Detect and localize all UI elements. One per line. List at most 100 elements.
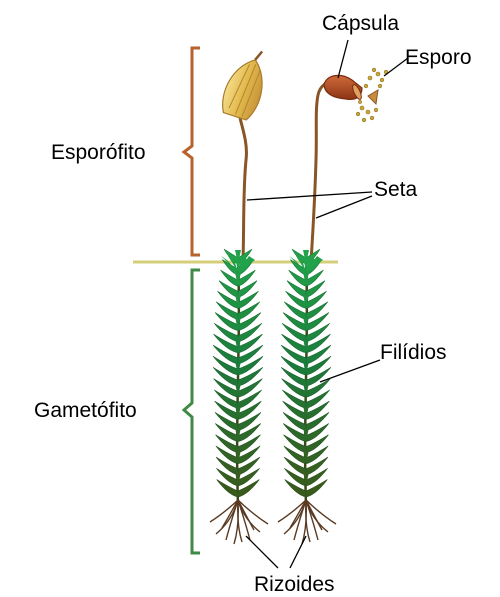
left-rhizoids-strand (209, 499, 239, 523)
spores (355, 67, 389, 123)
left-gametophyte-leaf (237, 312, 262, 331)
right-gametophyte-leaf (305, 323, 331, 343)
right-rhizoids-strand (305, 499, 337, 525)
left-gametophyte-leaf (215, 423, 239, 442)
leader-seta-left (246, 191, 373, 201)
left-gametophyte-leaf (237, 423, 261, 442)
left-gametophyte-leaf (215, 445, 239, 465)
label-gametofito: Gametófito (34, 399, 137, 422)
right-rhizoids-strand (277, 499, 307, 523)
left-gametophyte-leaf (215, 301, 239, 320)
left-rhizoids-strand (237, 499, 243, 543)
right-gametophyte-leaf (306, 256, 323, 272)
left-gametophyte-leaf (237, 479, 260, 498)
left-rhizoids-strand (221, 499, 239, 529)
right-gametophyte-leaf (289, 256, 306, 272)
right-gametophyte-leaf (305, 344, 332, 365)
right-sporophyte (309, 67, 389, 263)
right-gametophyte-leaf (283, 434, 307, 453)
label-esporo: Esporo (405, 46, 472, 69)
left-gametophyte-leaf (235, 471, 241, 486)
right-rhizoids (277, 499, 337, 545)
right-gametophyte-leaf (305, 290, 327, 309)
left-gametophyte-leaf (213, 378, 239, 398)
left-gametophyte-leaf (221, 256, 238, 272)
left-gametophyte-leaf (216, 479, 239, 498)
right-gametophyte-leaf (305, 301, 329, 320)
right-gametophyte-leaf (303, 449, 309, 464)
right-rhizoids-strand (293, 499, 307, 541)
label-esporofito: Esporófito (51, 141, 146, 164)
right-gametophyte (280, 248, 332, 506)
right-gametophyte-leaf (283, 301, 307, 320)
left-gametophyte-leaf (214, 312, 239, 331)
left-gametophyte-leaf (216, 468, 239, 487)
left-gametophyte-leaf (213, 333, 239, 354)
right-gametophyte-leaf (305, 434, 329, 453)
left-gametophyte-leaf (235, 449, 241, 464)
right-gametophyte-leaf (282, 312, 307, 331)
left-gametophyte-leaf (237, 367, 264, 387)
right-gametophyte-leaf (282, 412, 307, 431)
left-capsule (222, 50, 264, 121)
left-gametophyte-leaf (215, 456, 239, 476)
left-gametophyte-leaf (238, 256, 255, 272)
right-gametophyte-leaf (305, 456, 329, 476)
right-gametophyte-leaf (303, 272, 309, 287)
right-gametophyte-leaf (280, 344, 307, 365)
left-gametophyte-leaf (237, 280, 258, 298)
right-gametophyte-leaf (303, 427, 309, 442)
right-gametophyte-leaf (305, 423, 329, 442)
left-gametophyte (212, 248, 264, 506)
left-gametophyte-leaf (235, 256, 241, 272)
right-gametophyte-leaf (285, 290, 307, 309)
sporophyte-bracket (181, 46, 200, 257)
right-gametophyte-leaf (282, 400, 307, 420)
left-gametophyte-leaf (213, 323, 239, 343)
right-gametophyte-leaf (305, 367, 332, 387)
left-gametophyte-leaf (214, 389, 239, 409)
left-rhizoids-strand (225, 499, 239, 541)
label-rizoides: Rizoides (254, 573, 335, 596)
left-rhizoids-strand (237, 499, 269, 525)
right-gametophyte-leaf (305, 389, 330, 409)
right-gametophyte-leaf (305, 312, 330, 331)
left-gametophyte-leaf (218, 280, 239, 298)
right-rhizoids-strand (305, 499, 323, 531)
right-gametophyte-leaf (280, 355, 307, 376)
left-gametophyte-leaf (237, 333, 263, 354)
leader-seta-right (315, 195, 373, 219)
label-filidios: Filídios (380, 341, 447, 364)
right-gametophyte-leaf (306, 256, 316, 272)
left-gametophyte-leaf (237, 290, 259, 309)
right-gametophyte-leaf (303, 383, 309, 398)
left-gametophyte-leaf (217, 290, 239, 309)
right-gametophyte-leaf (303, 256, 309, 272)
gametophyte-bracket (181, 268, 200, 555)
rhizoids (209, 499, 337, 545)
left-gametophyte-leaf (212, 344, 239, 365)
left-gametophyte-leaf (237, 269, 256, 287)
left-sporophyte (222, 50, 264, 263)
left-gametophyte-leaf (237, 323, 263, 343)
left-gametophyte-leaf (237, 445, 261, 465)
capsule-lid (367, 89, 379, 106)
right-gametophyte-leaf (303, 316, 309, 331)
left-gametophyte-leaf (212, 367, 239, 387)
right-capsule (323, 74, 363, 101)
gametophyte-plants (212, 248, 332, 506)
right-gametophyte-leaf (305, 400, 330, 420)
left-gametophyte-leaf (215, 434, 239, 453)
left-gametophyte-leaf (235, 338, 241, 353)
left-gametophyte-leaf (237, 400, 262, 420)
right-rhizoids-strand (305, 499, 311, 543)
right-seta (309, 80, 333, 263)
leader-rizoides-right (289, 535, 307, 569)
left-gametophyte-leaf (235, 360, 241, 375)
right-gametophyte-leaf (288, 269, 307, 287)
right-gametophyte-leaf (283, 456, 307, 476)
left-gametophyte-leaf (237, 389, 262, 409)
right-gametophyte-leaf (303, 338, 309, 353)
right-gametophyte-leaf (281, 333, 307, 354)
leader-capsula (337, 39, 349, 79)
